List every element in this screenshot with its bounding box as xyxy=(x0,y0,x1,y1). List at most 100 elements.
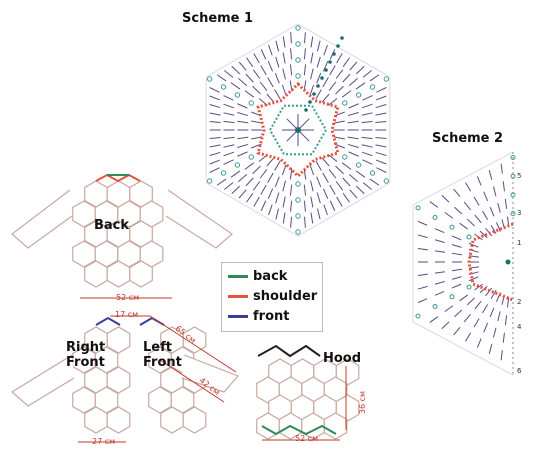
stitch-mark xyxy=(342,73,351,83)
stitch-mark xyxy=(434,290,445,296)
stitch-mark xyxy=(267,188,274,199)
stitch-mark xyxy=(453,188,461,198)
stitch-mark xyxy=(259,169,268,179)
stitch-mark xyxy=(451,268,462,272)
start-chain-dot xyxy=(304,108,308,112)
stitch-mark xyxy=(361,136,373,140)
stitch-mark xyxy=(237,120,249,124)
stitch-mark xyxy=(223,144,235,148)
stitch-mark xyxy=(237,112,249,117)
stitch-mark xyxy=(328,98,338,106)
hood-top-edge xyxy=(257,344,321,358)
stitch-mark xyxy=(485,227,493,237)
stitch-mark xyxy=(245,177,254,187)
stitch-mark xyxy=(355,170,366,178)
stitch-mark xyxy=(347,143,359,148)
stitch-mark xyxy=(231,65,241,75)
chain-dot xyxy=(355,162,362,168)
stitch-mark xyxy=(209,144,221,148)
stitch-mark xyxy=(417,285,428,290)
stitch-mark xyxy=(485,287,493,297)
stitch-mark xyxy=(329,184,336,195)
stitch-mark xyxy=(223,120,235,124)
start-chain-dot xyxy=(336,44,340,48)
back-panel xyxy=(11,173,233,299)
stitch-mark xyxy=(244,162,255,170)
stitch-mark xyxy=(209,159,221,165)
stitch-mark xyxy=(489,206,495,217)
stitch-mark xyxy=(451,235,462,241)
stitch-mark xyxy=(238,189,247,199)
stitch-mark xyxy=(316,192,321,204)
hood-bottom-edge xyxy=(261,424,337,436)
stitch-mark xyxy=(342,193,350,203)
stitch-mark xyxy=(361,120,373,124)
stitch-mark xyxy=(417,220,428,226)
stitch-mark xyxy=(361,151,373,157)
chain-dot xyxy=(466,234,472,240)
stitch-mark xyxy=(488,344,493,355)
scheme2-row-4: 4 xyxy=(517,323,522,331)
chain-dot xyxy=(295,73,301,79)
hood-panel xyxy=(256,344,360,441)
stitch-mark xyxy=(267,61,274,72)
stitch-mark xyxy=(504,315,508,326)
stitch-mark xyxy=(209,112,221,116)
stitch-mark xyxy=(246,57,254,67)
stitch-mark xyxy=(303,200,306,212)
stitch-mark xyxy=(417,234,428,239)
chain-dot xyxy=(383,76,390,82)
stitch-mark xyxy=(451,283,462,289)
legend-swatch-back xyxy=(228,274,248,278)
stitch-mark xyxy=(303,48,306,60)
sleeve-short-line xyxy=(159,359,225,403)
stitch-mark xyxy=(348,174,358,182)
stitch-mark xyxy=(493,327,497,338)
scheme2-row-3: 3 xyxy=(517,209,522,217)
stitch-mark xyxy=(375,121,387,124)
stitch-mark xyxy=(375,151,387,156)
stitch-mark xyxy=(209,95,221,101)
chain-dot xyxy=(449,294,455,300)
stitch-mark xyxy=(223,103,235,109)
stitch-mark xyxy=(251,136,263,140)
stitch-mark xyxy=(434,281,445,285)
back-label: Back xyxy=(94,218,130,233)
chain-dot xyxy=(510,173,516,179)
start-chain-dot xyxy=(332,52,336,56)
stitch-mark xyxy=(376,167,387,173)
stitch-mark xyxy=(230,170,241,178)
stitch-mark xyxy=(342,177,351,187)
stitch-mark xyxy=(316,56,321,68)
stitch-mark xyxy=(323,204,328,216)
stitch-mark xyxy=(289,168,293,180)
chain-dot xyxy=(432,303,438,309)
stitch-mark xyxy=(375,95,387,101)
stitch-mark xyxy=(468,242,479,248)
stitch-mark xyxy=(362,182,372,190)
chain-dot xyxy=(295,181,301,187)
stitch-mark xyxy=(251,120,263,124)
left-front-sleeve xyxy=(181,354,240,393)
stitch-mark xyxy=(362,70,372,78)
stitch-mark xyxy=(237,103,248,109)
stitch-mark xyxy=(252,181,261,191)
left-front-hexagon xyxy=(160,406,184,434)
stitch-mark xyxy=(417,298,428,304)
stitch-mark xyxy=(483,322,489,333)
stitch-mark xyxy=(434,271,445,274)
stitch-mark xyxy=(274,89,281,100)
stitch-mark xyxy=(322,77,329,88)
scheme2-motif xyxy=(412,151,516,376)
chain-dot xyxy=(369,84,376,90)
right-front-hexagon xyxy=(106,406,131,434)
front-width-dim: 27 см xyxy=(92,437,116,446)
stitch-mark xyxy=(482,304,489,314)
stitch-mark xyxy=(334,143,345,149)
stitch-mark xyxy=(260,184,267,195)
scheme2-center xyxy=(505,259,511,265)
stitch-mark xyxy=(468,255,479,258)
back-hexagon xyxy=(84,260,108,288)
stitch-mark xyxy=(328,154,338,162)
scheme2-row-2: 2 xyxy=(517,298,522,306)
